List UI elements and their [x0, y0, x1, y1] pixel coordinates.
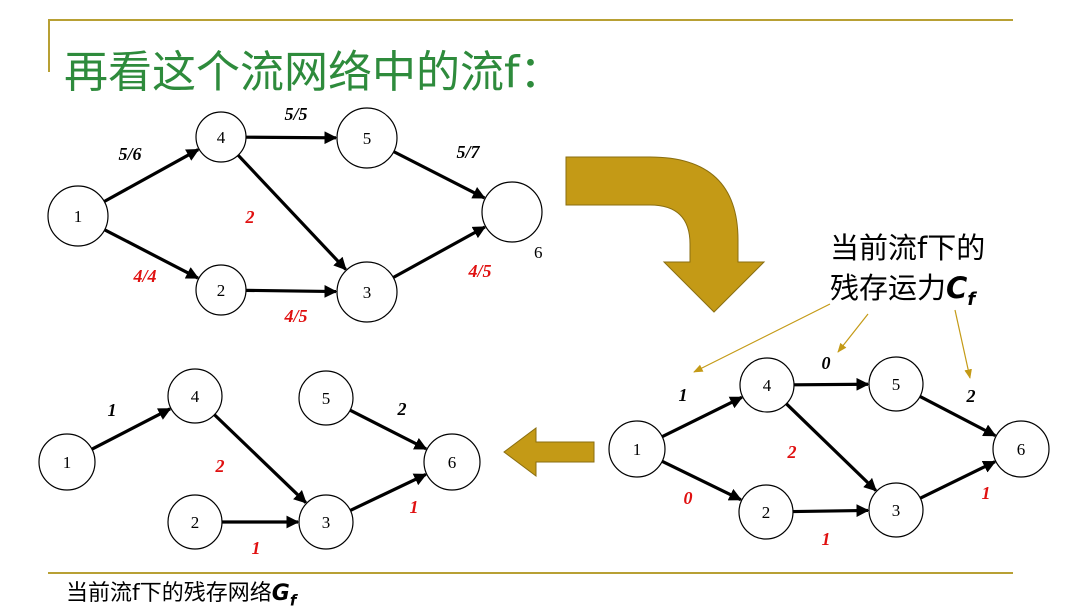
node-2: 2	[738, 484, 794, 540]
node-5: 5	[336, 107, 398, 169]
edge-label-5-6: 5/7	[456, 142, 480, 162]
capacity-network: 1 0 2 0 1 1 2 1 4 5 6 2 3	[608, 353, 1050, 549]
edge-5-6	[392, 150, 486, 200]
node-label-1: 1	[633, 440, 642, 459]
node-2: 2	[167, 494, 223, 550]
edge-3-6	[919, 460, 997, 500]
node-label-1: 1	[63, 453, 72, 472]
residual-network: 1 2 2 1 1 1 4 5 6 2 3	[38, 368, 481, 558]
edge-4-3	[785, 402, 878, 492]
node-6: 6	[481, 181, 543, 262]
node-2: 2	[195, 264, 247, 316]
edge-1-2	[661, 459, 742, 502]
node-label-6: 6	[534, 243, 543, 262]
node-label-5: 5	[892, 375, 901, 394]
residual-caption-sub: f	[967, 288, 976, 310]
edge-1-4	[103, 148, 200, 203]
caption-sub: f	[289, 591, 297, 609]
node-4: 4	[167, 368, 223, 424]
node-6: 6	[423, 433, 481, 491]
edge-label-2-3: 1	[822, 529, 831, 549]
edge-label-5-6: 2	[966, 386, 976, 406]
edge-label-4-5: 5/5	[284, 104, 307, 124]
edge-label-1-4: 5/6	[118, 144, 141, 164]
node-label-3: 3	[363, 283, 372, 302]
caption-var: G	[271, 581, 290, 606]
edge-4-3	[236, 154, 347, 271]
node-1: 1	[608, 420, 666, 478]
edge-label-1-2: 4/4	[132, 266, 156, 286]
edge-2-3	[245, 285, 338, 298]
node-label-6: 6	[448, 453, 457, 472]
node-label-3: 3	[322, 513, 331, 532]
bottom-rule	[48, 572, 1013, 574]
flow-network: 5/6 5/5 5/7 4/4 4/5 4/5 2 1 4 5 6 2 3	[47, 104, 543, 326]
transform-arrow-left	[503, 427, 595, 477]
edge-label-1-4: 1	[108, 400, 117, 420]
node-label-4: 4	[217, 128, 226, 147]
edge-5-6	[919, 395, 997, 438]
residual-network-caption: 当前流f下的残存网络Gf	[66, 575, 296, 609]
caption-text: 当前流f下的残存网络	[66, 581, 272, 606]
edge-label-2-3: 1	[252, 538, 261, 558]
title-accent-bar	[48, 19, 50, 72]
edge-label-4-3: 2	[215, 456, 225, 476]
edge-label-5-6: 2	[397, 399, 407, 419]
residual-caption-var: C	[946, 271, 968, 305]
node-label-4: 4	[763, 376, 772, 395]
edge-label-4-3: 2	[245, 207, 255, 227]
node-label-2: 2	[191, 513, 200, 532]
residual-capacity-caption: 当前流f下的 残存运力Cf	[830, 228, 985, 320]
node-label-5: 5	[363, 129, 372, 148]
pointer-line	[954, 309, 972, 379]
edge-3-6	[349, 473, 427, 512]
node-5: 5	[298, 370, 354, 426]
pointer-line	[837, 313, 869, 353]
slide-title: 再看这个流网络中的流f：	[64, 47, 564, 98]
node-label-1: 1	[74, 207, 83, 226]
edge-3-6	[392, 225, 486, 279]
edge-5-6	[349, 408, 428, 451]
node-3: 3	[298, 494, 354, 550]
edge-1-4	[661, 395, 744, 439]
node-label-3: 3	[892, 501, 901, 520]
edge-1-4	[91, 407, 172, 451]
node-4: 4	[195, 111, 247, 163]
edge-4-5	[793, 377, 870, 391]
residual-caption-line2: 残存运力Cf	[830, 268, 985, 320]
residual-caption-text: 残存运力	[830, 271, 947, 305]
edge-label-3-6: 1	[982, 483, 991, 503]
node-1: 1	[38, 433, 96, 491]
edge-4-5	[245, 131, 338, 145]
node-3: 3	[336, 261, 398, 323]
node-3: 3	[868, 482, 924, 538]
edge-1-2	[103, 228, 200, 280]
edge-label-1-2: 0	[684, 488, 693, 508]
node-label-6: 6	[1017, 440, 1026, 459]
node-6: 6	[992, 420, 1050, 478]
edge-label-4-5: 0	[822, 353, 831, 373]
node-label-2: 2	[217, 281, 226, 300]
edge-4-3	[213, 413, 307, 504]
top-rule	[48, 19, 1013, 21]
node-label-2: 2	[762, 503, 771, 522]
node-4: 4	[739, 357, 795, 413]
edge-label-2-3: 4/5	[283, 306, 307, 326]
node-label-4: 4	[191, 387, 200, 406]
node-1: 1	[47, 185, 109, 247]
transform-arrow-down	[565, 156, 766, 313]
edge-label-4-3: 2	[787, 442, 797, 462]
edge-label-1-4: 1	[679, 385, 688, 405]
edge-label-3-6: 1	[410, 497, 419, 517]
edge-2-3	[792, 504, 870, 518]
node-label-5: 5	[322, 389, 331, 408]
residual-caption-line1: 当前流f下的	[830, 231, 986, 265]
pointer-line	[693, 303, 831, 373]
edge-label-3-6: 4/5	[467, 261, 491, 281]
node-5: 5	[868, 356, 924, 412]
